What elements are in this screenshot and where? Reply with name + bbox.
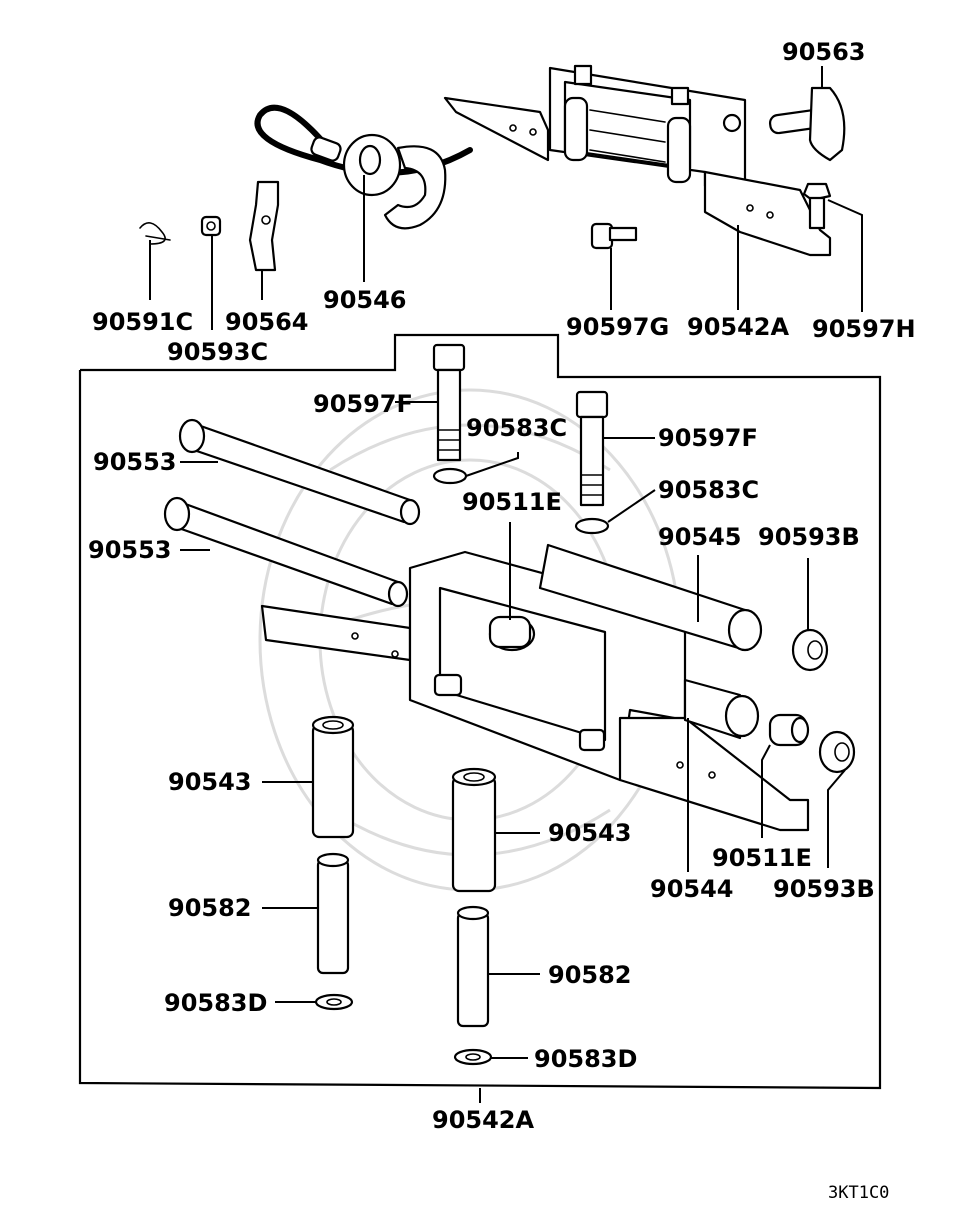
part-90511e-spacer-bottom [768, 713, 810, 747]
label-90582-left: 90582 [168, 894, 252, 922]
label-90597f-right: 90597F [658, 424, 758, 452]
label-90583c-left: 90583C [466, 414, 567, 442]
part-90543-bushing-right [451, 767, 497, 893]
part-90564-plate [248, 180, 280, 272]
label-90544: 90544 [650, 875, 734, 903]
label-90511e-top: 90511E [462, 488, 562, 516]
label-90553-bottom: 90553 [88, 536, 172, 564]
label-90511e-bottom: 90511E [712, 844, 812, 872]
label-90564: 90564 [225, 308, 309, 336]
part-90593c-nut [200, 215, 222, 237]
label-90542a-bottom: 90542A [432, 1106, 534, 1134]
part-90582-pin-right [456, 905, 490, 1028]
lower-leaders [180, 401, 846, 1103]
label-90593b-top: 90593B [758, 523, 860, 551]
label-90542a-top: 90542A [687, 313, 789, 341]
label-90593c: 90593C [167, 338, 268, 366]
part-90582-pin-left [316, 852, 350, 975]
part-90583c-washer-right [574, 517, 610, 535]
label-90582-right: 90582 [548, 961, 632, 989]
diagram-code: 3KT1C0 [828, 1183, 889, 1203]
label-90553-top: 90553 [93, 448, 177, 476]
part-90543-bushing-left [311, 715, 355, 839]
top-leaders [149, 66, 863, 330]
part-90593b-nut-bottom [818, 730, 856, 774]
part-90546-hook [254, 104, 473, 230]
kit-frame [78, 333, 882, 1090]
part-90583c-washer-left [432, 467, 468, 485]
part-90597f-bolt-left [432, 343, 466, 462]
label-90593b-bottom: 90593B [773, 875, 875, 903]
part-90563-bracket [768, 86, 846, 162]
label-90543-right: 90543 [548, 819, 632, 847]
label-90591c: 90591C [92, 308, 193, 336]
part-90553-rod-top [178, 418, 421, 526]
part-90583d-washer-right [453, 1048, 493, 1066]
callout-labels: 90563 90546 90564 90591C 90593C 90597G 9… [88, 38, 916, 1203]
label-90563: 90563 [782, 38, 866, 66]
label-90597f-left: 90597F [313, 390, 413, 418]
part-90553-rod-bottom [163, 496, 409, 608]
part-90583d-washer-left [314, 993, 354, 1011]
part-90597h-bolt [802, 182, 832, 230]
label-90543-left: 90543 [168, 768, 252, 796]
label-90597h: 90597H [812, 315, 916, 343]
winch-mount-assembly [443, 64, 832, 257]
part-90597f-bolt-right [575, 390, 609, 507]
label-90583d-left: 90583D [164, 989, 267, 1017]
label-90546: 90546 [323, 286, 407, 314]
part-90597g-bolt [590, 222, 638, 250]
label-90583d-right: 90583D [534, 1045, 637, 1073]
label-90583c-right: 90583C [658, 476, 759, 504]
part-90593b-nut-top [791, 628, 829, 672]
part-90545-roller [538, 543, 763, 740]
label-90545: 90545 [658, 523, 742, 551]
part-90591c-clip [139, 222, 171, 245]
part-90511e-spacer-top [488, 615, 532, 649]
label-90597g: 90597G [566, 313, 669, 341]
